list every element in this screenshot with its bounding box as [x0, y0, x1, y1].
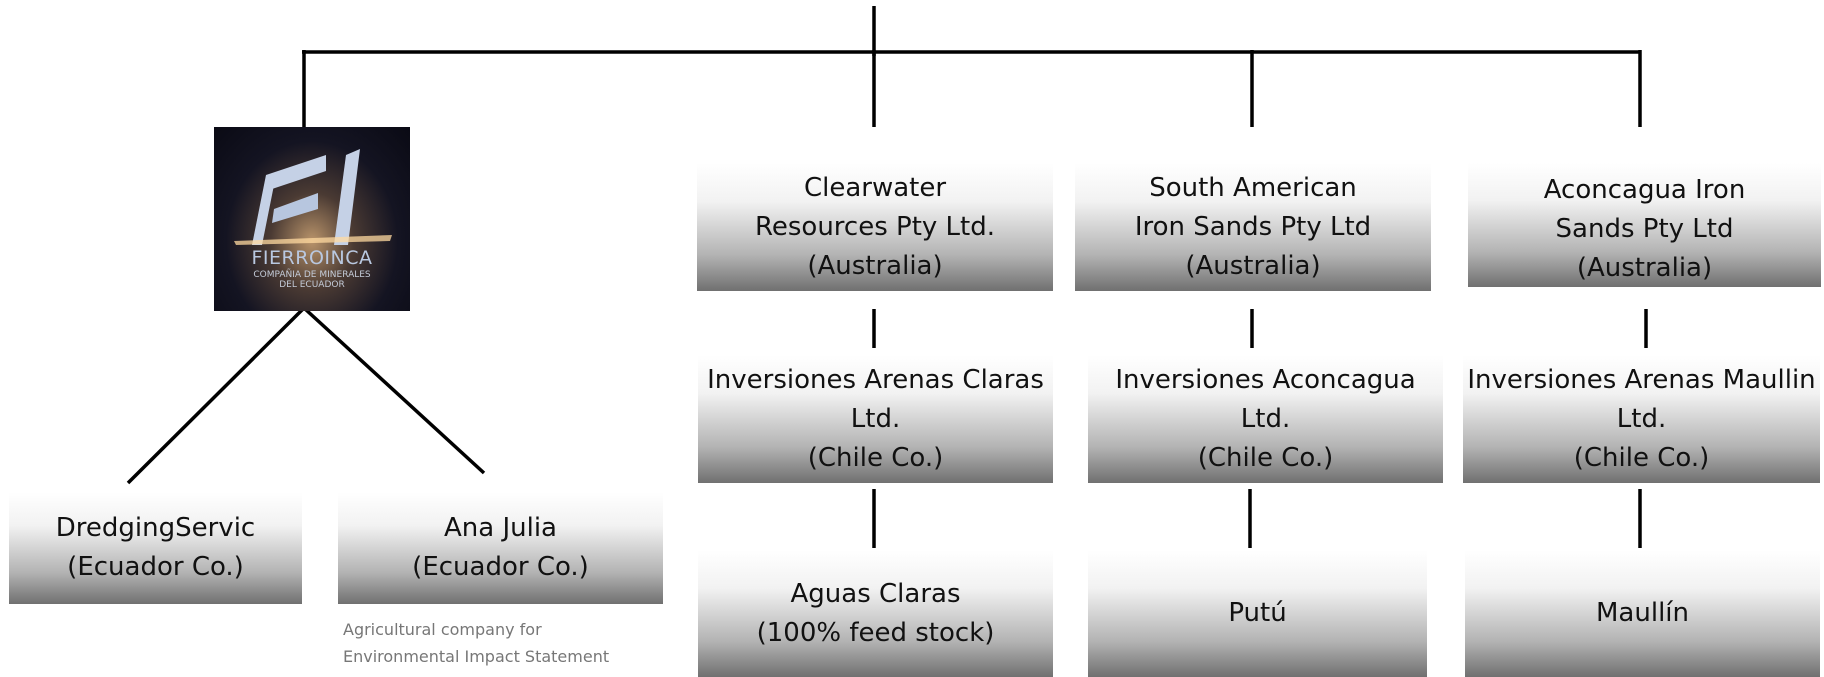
- box-line: Ltd.: [1616, 403, 1667, 434]
- box-clearwater: Clearwater Resources Pty Ltd. (Australia…: [697, 163, 1053, 291]
- box-aguas-claras: Aguas Claras (100% feed stock): [698, 550, 1053, 677]
- box-line: Maullín: [1596, 598, 1689, 628]
- box-line: (Ecuador Co.): [412, 552, 589, 582]
- box-line: Inversiones Aconcagua: [1115, 364, 1416, 395]
- box-line: DredgingServic: [55, 513, 256, 543]
- box-line: Putú: [1228, 598, 1287, 628]
- box-aconcagua-iron: Aconcagua Iron Sands Pty Ltd (Australia): [1468, 163, 1821, 287]
- box-inv-aconcagua: Inversiones Aconcagua Ltd. (Chile Co.): [1088, 355, 1443, 483]
- box-line: (Chile Co.): [1573, 442, 1710, 473]
- box-line: Aguas Claras: [790, 578, 961, 609]
- box-line: (Australia): [807, 250, 943, 281]
- logo-subtitle-line2: DEL ECUADOR: [279, 280, 345, 290]
- box-line: Ltd.: [850, 403, 901, 434]
- box-line: (Australia): [1185, 250, 1321, 281]
- note-line: Agricultural company for: [343, 620, 542, 639]
- logo-subtitle-line1: COMPAÑIA DE MINERALES: [253, 270, 371, 280]
- box-line: Inversiones Arenas Maullin: [1467, 364, 1816, 395]
- box-line: Inversiones Arenas Claras: [707, 364, 1044, 395]
- fierroinca-emblem-icon: [234, 149, 392, 245]
- box-putu: Putú: [1088, 550, 1427, 677]
- box-line: (100% feed stock): [756, 617, 995, 648]
- box-maullin: Maullín: [1465, 550, 1820, 677]
- fierroinca-logo: FIERROINCA COMPAÑIA DE MINERALES DEL ECU…: [214, 127, 410, 311]
- box-line: (Ecuador Co.): [67, 552, 244, 582]
- box-line: Clearwater: [803, 172, 947, 203]
- box-line: Ana Julia: [444, 513, 557, 543]
- box-line: Iron Sands Pty Ltd: [1134, 211, 1372, 242]
- box-south-american: South American Iron Sands Pty Ltd (Austr…: [1075, 163, 1431, 291]
- box-dredging: DredgingServic (Ecuador Co.): [9, 492, 302, 604]
- logo-name: FIERROINCA: [251, 247, 373, 269]
- box-ana-julia: Ana Julia (Ecuador Co.): [338, 492, 663, 604]
- note-line: Environmental Impact Statement: [343, 647, 610, 666]
- box-arenas-claras: Inversiones Arenas Claras Ltd. (Chile Co…: [698, 355, 1053, 483]
- box-line: Ltd.: [1240, 403, 1291, 434]
- box-line: (Chile Co.): [807, 442, 944, 473]
- box-line: (Australia): [1576, 252, 1713, 283]
- branch-ana-julia: [302, 306, 486, 475]
- box-line: Aconcagua Iron: [1543, 174, 1746, 205]
- box-line: South American: [1149, 172, 1357, 203]
- branch-dredging: [126, 306, 306, 485]
- ana-julia-note: Agricultural company for Environmental I…: [343, 616, 663, 670]
- box-arenas-maullin: Inversiones Arenas Maullin Ltd. (Chile C…: [1463, 355, 1820, 483]
- box-line: (Chile Co.): [1197, 442, 1334, 473]
- box-line: Resources Pty Ltd.: [754, 211, 996, 242]
- box-line: Sands Pty Ltd: [1555, 213, 1734, 244]
